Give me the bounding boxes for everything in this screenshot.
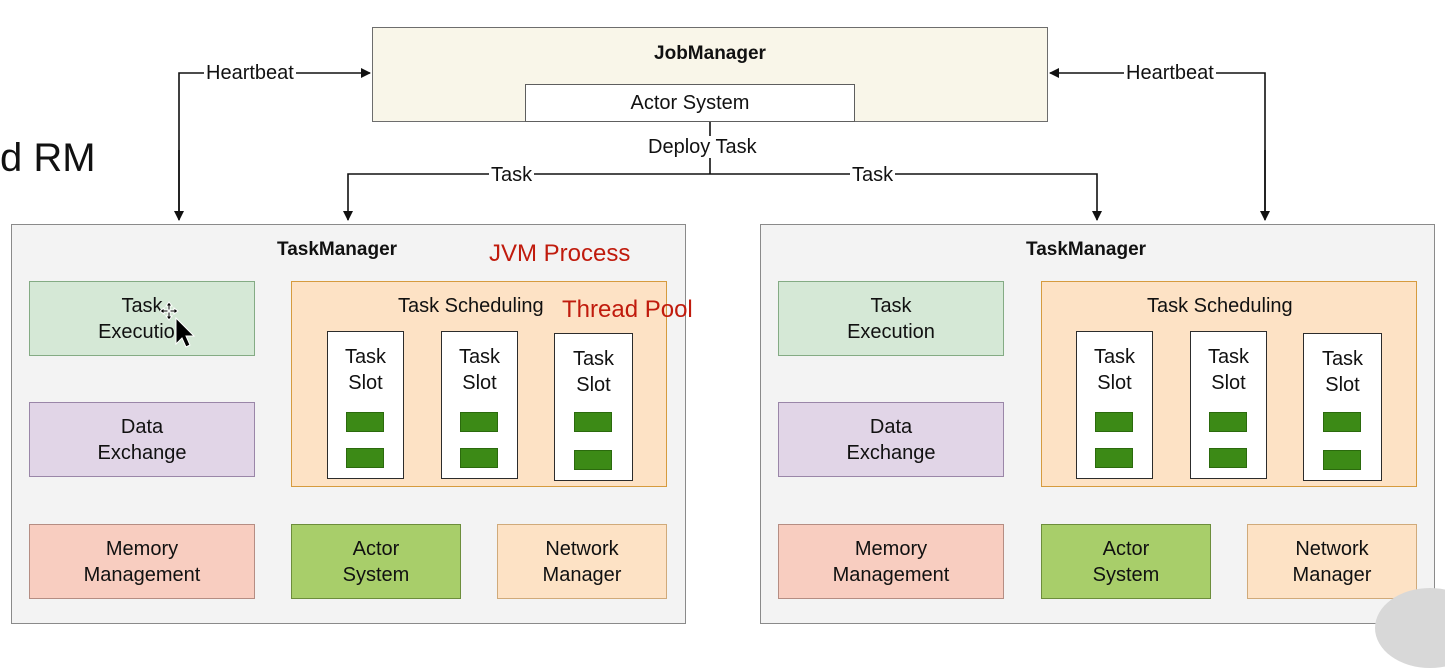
task-left-edge — [343, 173, 710, 221]
task-scheduling-right-title: Task Scheduling — [1147, 295, 1293, 317]
slot-task-block — [1323, 412, 1361, 432]
taskmanager-left-title: TaskManager — [277, 239, 398, 260]
heartbeat-right-edge — [1049, 68, 1266, 218]
slot-task-block — [1209, 448, 1247, 468]
task-right-label: Task — [850, 164, 896, 186]
task-scheduling-left-title: Task Scheduling — [398, 295, 544, 317]
slot-task-block — [1095, 448, 1133, 468]
heartbeat-left-label: Heartbeat — [204, 62, 296, 84]
slide-title-fragment: d RM — [0, 136, 96, 180]
connector-lines — [174, 68, 1270, 221]
slot-task-block — [1323, 450, 1361, 470]
slot-task-block — [1209, 412, 1247, 432]
slot-task-block — [346, 448, 384, 468]
jobmanager-title: JobManager — [654, 43, 766, 64]
taskmanager-right-title: TaskManager — [1026, 239, 1147, 260]
task-right-edge — [710, 173, 1102, 221]
heartbeat-right-label: Heartbeat — [1124, 62, 1216, 84]
task-left-label: Task — [489, 164, 535, 186]
slot-task-block — [346, 412, 384, 432]
mouse-cursor-icon — [160, 301, 196, 348]
thread-pool-annotation: Thread Pool — [562, 296, 693, 323]
slot-task-block — [574, 450, 612, 470]
deploy-task-label: Deploy Task — [646, 136, 759, 158]
jvm-process-annotation: JVM Process — [489, 240, 631, 267]
slot-task-block — [460, 412, 498, 432]
slot-task-block — [574, 412, 612, 432]
jobmanager-actor-system: Actor System — [525, 84, 855, 122]
heartbeat-left-edge — [178, 68, 371, 218]
slot-task-block — [1095, 412, 1133, 432]
slot-task-block — [460, 448, 498, 468]
